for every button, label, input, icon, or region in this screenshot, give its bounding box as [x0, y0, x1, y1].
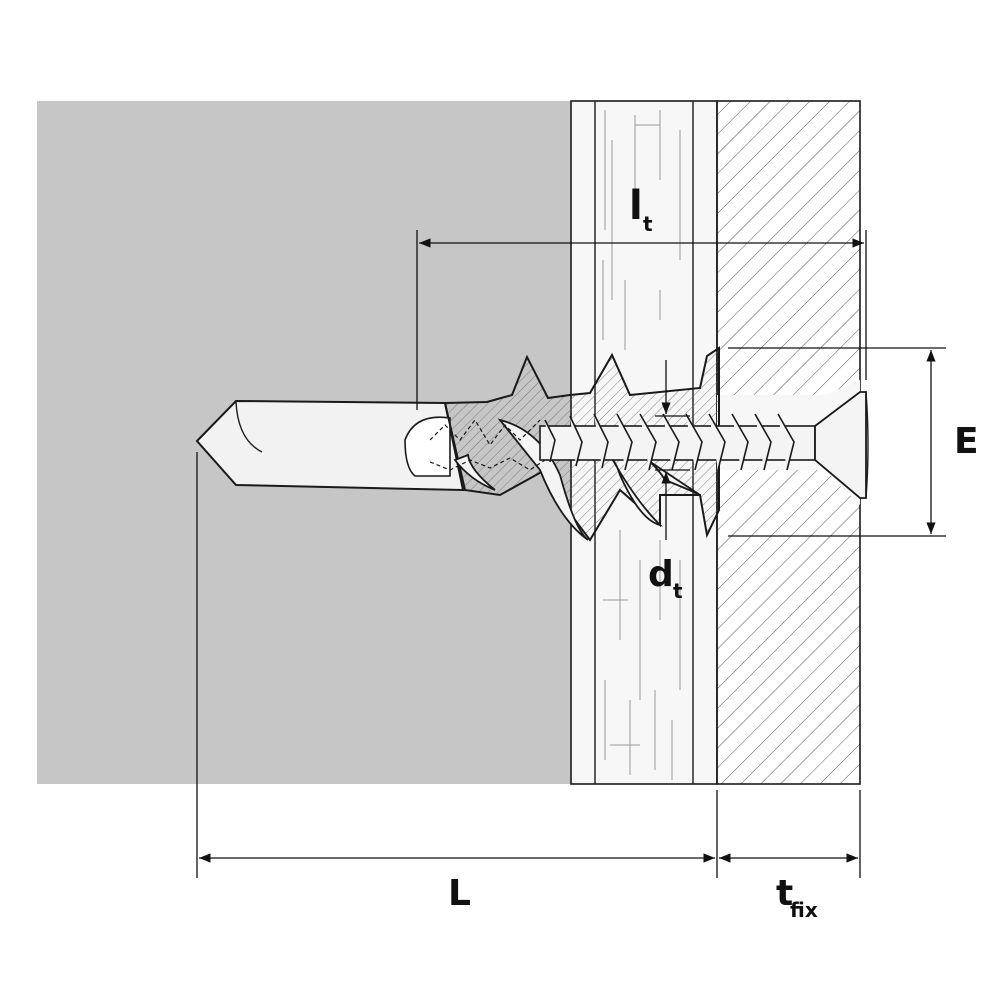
dimension-dt	[655, 360, 690, 540]
screw	[539, 391, 869, 499]
label-tfix-sub: fix	[790, 898, 818, 922]
label-L: L	[448, 873, 471, 914]
label-lt: l	[629, 183, 643, 229]
label-lt-sub: t	[643, 212, 653, 236]
internal-thread	[429, 418, 546, 471]
label-tfix: t	[776, 873, 793, 914]
tip-slot	[404, 416, 451, 477]
dimension-L	[196, 452, 718, 878]
dimension-lt	[416, 230, 867, 410]
label-dt-sub: t	[673, 579, 683, 603]
dimension-tfix	[719, 790, 861, 878]
dimension-E	[728, 347, 946, 537]
label-E: E	[954, 421, 979, 462]
label-dt: d	[648, 554, 674, 595]
tip-edge	[235, 401, 263, 453]
panel-grain	[602, 110, 681, 780]
